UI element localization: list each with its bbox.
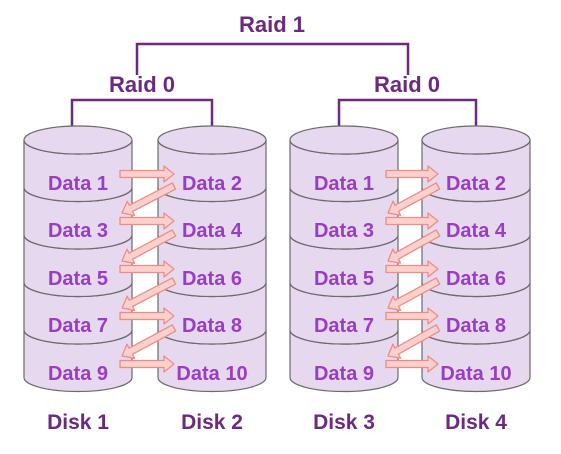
data-block-label: Data 2 bbox=[182, 173, 242, 195]
raid0-label-left: Raid 0 bbox=[109, 72, 175, 97]
data-block-label: Data 4 bbox=[182, 220, 243, 242]
stripe-arrow-horizontal bbox=[119, 260, 175, 278]
data-block-label: Data 9 bbox=[48, 363, 108, 385]
diagram-labels: Raid 1 Raid 0 Raid 0 bbox=[109, 12, 440, 97]
disk-label: Disk 3 bbox=[313, 411, 375, 434]
data-block-label: Data 1 bbox=[48, 173, 108, 195]
disk-2: Data 2 Data 4 Data 6 Data 8 Data 10 Disk 2 bbox=[157, 125, 267, 434]
raid0-label-right: Raid 0 bbox=[374, 72, 440, 97]
stripe-arrow-horizontal bbox=[385, 212, 439, 230]
stripe-arrow-diagonal bbox=[121, 277, 177, 312]
disk-label: Disk 4 bbox=[445, 411, 507, 434]
stripe-arrow-horizontal bbox=[119, 307, 175, 325]
data-block-label: Data 7 bbox=[48, 315, 108, 337]
disk-label: Disk 1 bbox=[47, 411, 109, 434]
raid1-bracket bbox=[135, 42, 410, 75]
disk-top-cap bbox=[289, 125, 399, 155]
data-block-label: Data 7 bbox=[314, 315, 374, 337]
raid-connectors bbox=[70, 42, 478, 126]
stripe-arrow-diagonal bbox=[121, 324, 177, 359]
data-block-label: Data 3 bbox=[314, 220, 374, 242]
stripe-arrow-horizontal bbox=[385, 355, 439, 373]
disk-3: Data 1 Data 3 Data 5 Data 7 Data 9 Disk 3 bbox=[289, 125, 399, 434]
stripe-arrow-horizontal bbox=[119, 165, 175, 183]
disk-label: Disk 2 bbox=[181, 411, 243, 434]
data-block-label: Data 1 bbox=[314, 173, 374, 195]
stripe-arrow-diagonal bbox=[387, 229, 441, 264]
raid0-bracket-right bbox=[337, 98, 478, 126]
disk-top-cap bbox=[23, 125, 133, 155]
raid0-bracket-left bbox=[70, 98, 214, 126]
stripe-arrow-horizontal bbox=[119, 355, 175, 373]
stripe-arrow-diagonal bbox=[387, 277, 441, 311]
data-block-label: Data 6 bbox=[446, 268, 506, 290]
stripe-arrow-diagonal bbox=[387, 182, 441, 216]
data-block-label: Data 9 bbox=[314, 363, 374, 385]
stripe-arrow-diagonal bbox=[121, 229, 177, 264]
raid1-label: Raid 1 bbox=[239, 12, 305, 37]
stripe-arrow-horizontal bbox=[385, 165, 439, 183]
data-block-label: Data 2 bbox=[446, 173, 506, 195]
data-block-label: Data 5 bbox=[314, 268, 374, 290]
data-block-label: Data 10 bbox=[176, 363, 247, 385]
data-block-label: Data 4 bbox=[446, 220, 507, 242]
disk-4: Data 2 Data 4 Data 6 Data 8 Data 10 Disk 4 bbox=[421, 125, 531, 434]
data-block-label: Data 6 bbox=[182, 268, 242, 290]
data-block-label: Data 10 bbox=[440, 363, 511, 385]
data-block-label: Data 8 bbox=[446, 315, 506, 337]
stripe-arrow-horizontal bbox=[385, 307, 439, 325]
disk-top-cap bbox=[421, 125, 531, 155]
stripe-arrow-diagonal bbox=[387, 324, 441, 359]
disk-top-cap bbox=[157, 125, 267, 155]
stripe-arrow-diagonal bbox=[121, 182, 177, 217]
stripe-arrow-horizontal bbox=[119, 212, 175, 230]
data-block-label: Data 3 bbox=[48, 220, 108, 242]
data-block-label: Data 5 bbox=[48, 268, 108, 290]
disk-1: Data 1 Data 3 Data 5 Data 7 Data 9 Disk 1 bbox=[23, 125, 133, 434]
stripe-arrow-horizontal bbox=[385, 260, 439, 278]
stripe-arrows bbox=[119, 165, 441, 373]
data-block-label: Data 8 bbox=[182, 315, 242, 337]
